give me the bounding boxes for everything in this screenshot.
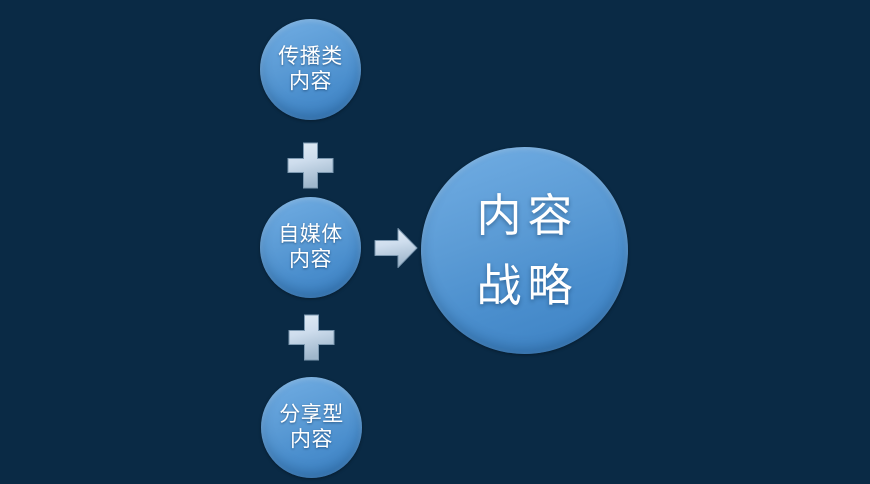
input-circle-2[interactable]: 自媒体 内容 — [260, 197, 361, 298]
result-circle[interactable]: 内容 战略 — [421, 147, 628, 354]
plus-icon-1 — [287, 142, 334, 189]
input-circle-1-line1: 传播类 — [278, 44, 343, 68]
result-circle-line2: 战略 — [476, 259, 579, 311]
result-circle-line1: 内容 — [476, 190, 579, 242]
input-circle-3-line2: 内容 — [290, 427, 333, 451]
input-circle-1-line2: 内容 — [289, 69, 332, 93]
input-circle-3-line1: 分享型 — [279, 402, 344, 426]
input-circle-3[interactable]: 分享型 内容 — [261, 377, 362, 478]
right-arrow-icon — [374, 227, 418, 269]
input-circle-2-line2: 内容 — [289, 247, 332, 271]
input-circle-1[interactable]: 传播类 内容 — [260, 19, 361, 120]
plus-icon-2 — [288, 314, 335, 361]
input-circle-2-line1: 自媒体 — [278, 222, 343, 246]
